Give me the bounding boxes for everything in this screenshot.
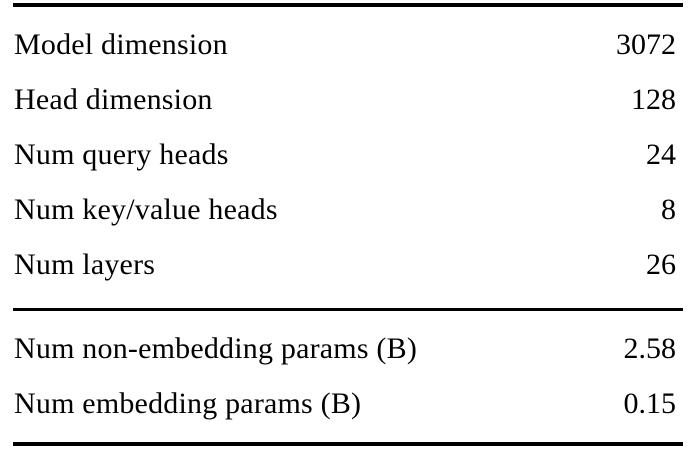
row-value: 24 bbox=[646, 137, 676, 171]
table-section-architecture: Model dimension 3072 Head dimension 128 … bbox=[13, 7, 683, 292]
row-value: 128 bbox=[631, 82, 676, 116]
row-label: Model dimension bbox=[14, 27, 228, 61]
table-row: Num layers 26 bbox=[13, 237, 683, 292]
hyperparameter-table: Model dimension 3072 Head dimension 128 … bbox=[13, 3, 683, 446]
table-row: Num query heads 24 bbox=[13, 127, 683, 182]
row-label: Num query heads bbox=[14, 137, 229, 171]
row-label: Num embedding params (B) bbox=[14, 387, 362, 420]
row-value: 8 bbox=[661, 192, 676, 226]
table-section-parameter-counts: Num non-embedding params (B) 2.58 Num em… bbox=[13, 311, 683, 432]
table-mid-rule bbox=[13, 308, 683, 311]
row-value: 0.15 bbox=[623, 387, 677, 420]
table-top-rule bbox=[13, 3, 683, 7]
row-value: 2.58 bbox=[623, 332, 677, 365]
table-row: Num key/value heads 8 bbox=[13, 182, 683, 237]
table-row: Head dimension 128 bbox=[13, 72, 683, 127]
table-bottom-rule bbox=[13, 441, 683, 446]
row-value: 26 bbox=[646, 247, 676, 281]
table-row: Num non-embedding params (B) 2.58 bbox=[13, 322, 683, 377]
row-label: Num key/value heads bbox=[14, 192, 278, 226]
row-label: Head dimension bbox=[14, 82, 213, 116]
row-value: 3072 bbox=[616, 27, 676, 61]
table-row: Num embedding params (B) 0.15 bbox=[13, 377, 683, 432]
row-label: Num non-embedding params (B) bbox=[14, 332, 418, 365]
table-row: Model dimension 3072 bbox=[13, 17, 683, 72]
row-label: Num layers bbox=[14, 247, 156, 281]
